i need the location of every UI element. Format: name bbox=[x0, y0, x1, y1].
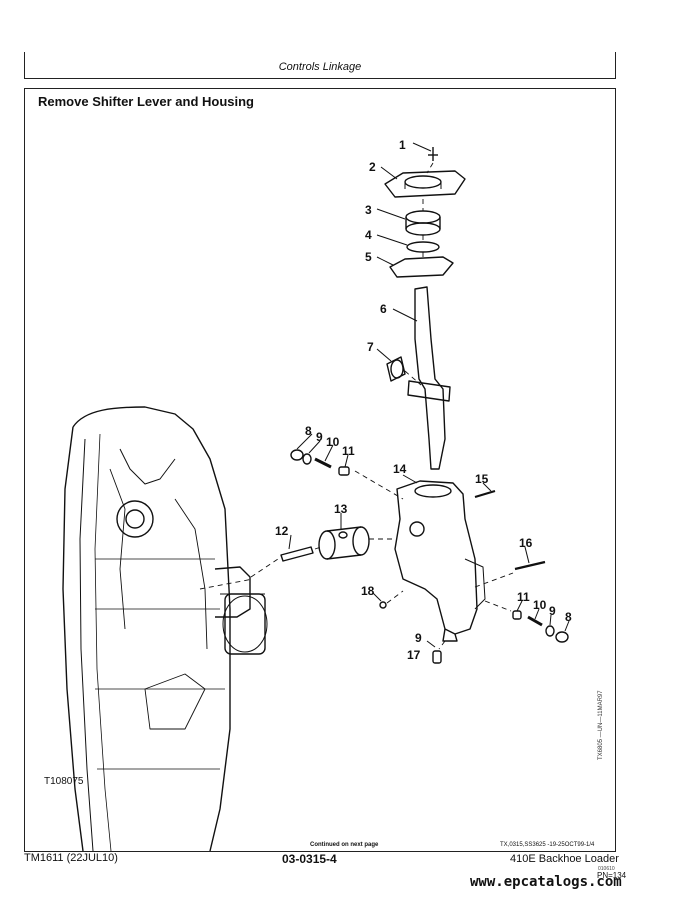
callout-8-right: 8 bbox=[565, 610, 572, 624]
reference-code: TX,0315,SS3625 -19-25OCT99-1/4 bbox=[500, 842, 595, 848]
page-header-title: Controls Linkage bbox=[278, 61, 362, 73]
callout-3: 3 bbox=[365, 203, 372, 217]
part-16-bolt bbox=[514, 560, 546, 571]
footer-model: 410E Backhoe Loader bbox=[510, 853, 619, 865]
callout-4: 4 bbox=[365, 228, 372, 242]
callout-6: 6 bbox=[380, 302, 387, 316]
part-15-bolt bbox=[474, 489, 496, 499]
callout-12: 12 bbox=[275, 524, 289, 538]
callout-8-left: 8 bbox=[305, 424, 312, 438]
part-12-shaft bbox=[280, 546, 314, 562]
part-4-snap-ring bbox=[406, 241, 440, 253]
header-left-rule bbox=[24, 52, 25, 79]
right-fastener-stack bbox=[512, 610, 569, 643]
header-right-rule bbox=[615, 52, 616, 79]
callout-10-right: 10 bbox=[533, 598, 547, 612]
figure-side-code: TX6805 —UN—11MAR97 bbox=[598, 690, 604, 760]
callout-9-left: 9 bbox=[316, 430, 323, 444]
figure-id: T108075 bbox=[44, 776, 84, 787]
footer-manual-id: TM1611 (22JUL10) bbox=[24, 852, 118, 864]
callout-14: 14 bbox=[393, 462, 407, 476]
callout-18: 18 bbox=[361, 584, 375, 598]
callout-11-left: 11 bbox=[342, 444, 355, 458]
left-fastener-stack bbox=[290, 449, 350, 476]
callout-9-bottom: 9 bbox=[415, 631, 422, 645]
part-5-gasket bbox=[389, 256, 454, 278]
callout-15: 15 bbox=[475, 472, 489, 486]
part-6-shifter-lever bbox=[407, 286, 451, 470]
footer-date-code: 010610 bbox=[598, 866, 615, 872]
footer-pn: PN=134 bbox=[597, 871, 627, 880]
callout-11-right: 11 bbox=[517, 590, 530, 604]
part-3-bearing bbox=[405, 210, 441, 236]
callout-10-left: 10 bbox=[326, 435, 340, 449]
part-13-sleeve bbox=[318, 526, 370, 560]
transmission-case bbox=[62, 406, 268, 851]
part-2-plate bbox=[384, 170, 466, 198]
part-7-plug bbox=[386, 356, 406, 382]
watermark-link[interactable]: www.epcatalogs.com bbox=[470, 874, 622, 890]
callout-1: 1 bbox=[399, 138, 406, 152]
callout-13: 13 bbox=[334, 502, 348, 516]
callout-2: 2 bbox=[369, 160, 376, 174]
section-title: Remove Shifter Lever and Housing bbox=[38, 94, 254, 109]
shifter-exploded-diagram: 1 2 3 4 5 6 7 8 9 10 11 13 12 14 15 16 1… bbox=[62, 138, 572, 851]
callout-17: 17 bbox=[407, 648, 421, 662]
callout-5: 5 bbox=[365, 250, 372, 264]
header-bottom-rule bbox=[24, 78, 616, 79]
part-14-housing bbox=[394, 480, 486, 642]
callout-16: 16 bbox=[519, 536, 533, 550]
footer-page-number: 03-0315-4 bbox=[282, 852, 337, 866]
part-17-plug bbox=[432, 650, 442, 664]
part-1-pin bbox=[428, 147, 438, 161]
continued-note: Continued on next page bbox=[310, 842, 379, 848]
callout-9-right: 9 bbox=[549, 604, 556, 618]
callout-7: 7 bbox=[367, 340, 374, 354]
content-frame bbox=[24, 88, 616, 852]
part-18-ball bbox=[379, 601, 387, 609]
